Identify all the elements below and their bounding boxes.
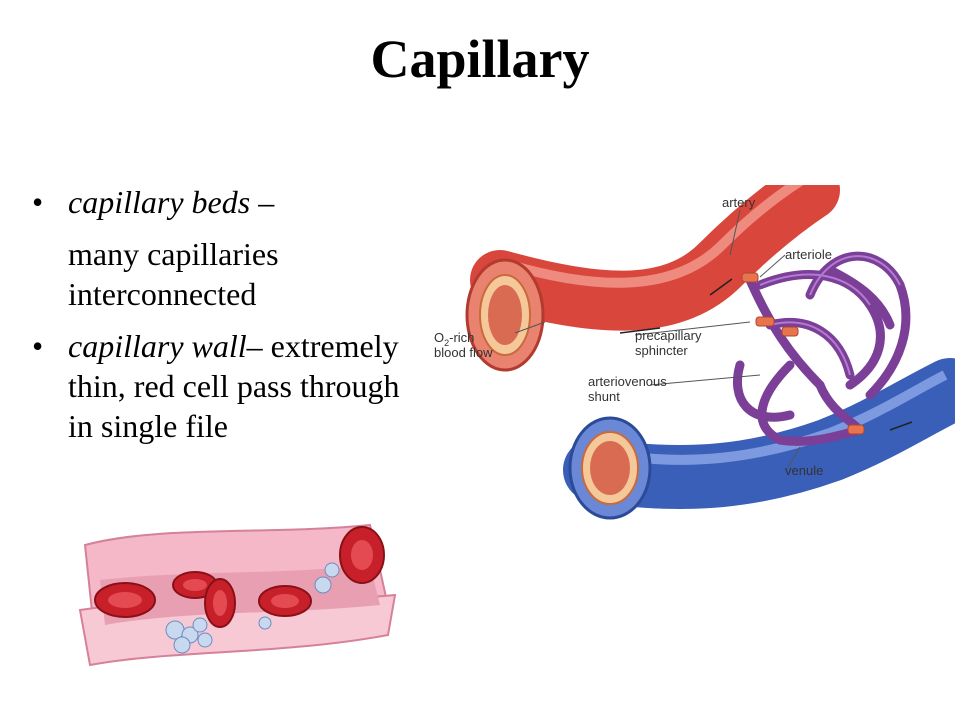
label-arteriovenous: arteriovenous — [588, 374, 667, 389]
artery-highlight — [508, 185, 804, 288]
vein-vessel — [563, 358, 955, 510]
label-venule: venule — [785, 463, 823, 478]
slide-title: Capillary — [370, 29, 590, 89]
bullet-term: capillary wall — [68, 328, 247, 364]
label-artery: artery — [722, 195, 756, 210]
flow-arrows — [619, 278, 913, 431]
label-shunt: shunt — [588, 389, 620, 404]
bullet-dot-icon: • — [32, 184, 44, 220]
precapillary-sphincters — [741, 272, 865, 435]
label-sphincter: sphincter — [635, 343, 688, 358]
red-blood-cell-centers — [108, 540, 373, 616]
label-arteriole: arteriole — [785, 247, 832, 262]
capillary-lumen — [100, 565, 380, 625]
bullet-text: – extremely thin, red cell pass through … — [68, 328, 400, 444]
label-o2-rich: O2-rich — [434, 330, 474, 348]
artery-vessel — [470, 185, 840, 331]
bullet-continuation: many capillaries interconnected — [68, 236, 279, 312]
capillary-cross-section-illustration — [78, 523, 397, 667]
bullet-dot-icon: • — [32, 328, 44, 364]
vein-inner — [590, 441, 630, 495]
bullet-capillary-wall: • capillary wall– extremely thin, red ce… — [30, 326, 430, 446]
capillary-highlights — [759, 255, 901, 376]
label-precapillary: precapillary — [635, 328, 702, 343]
label-blood-flow: blood flow — [434, 345, 493, 360]
bullet-capillary-beds: • capillary beds – — [30, 182, 430, 222]
bullet-list: • capillary beds – many capillaries inte… — [30, 182, 430, 446]
bullet-term: capillary beds — [68, 184, 251, 220]
platelets — [165, 562, 340, 654]
bullet-dash: – — [250, 184, 275, 220]
label-leaders — [514, 209, 801, 468]
artery-inner — [488, 285, 522, 345]
capillary-bed-diagram: artery arteriole O2-rich blood flow prec… — [434, 185, 955, 520]
